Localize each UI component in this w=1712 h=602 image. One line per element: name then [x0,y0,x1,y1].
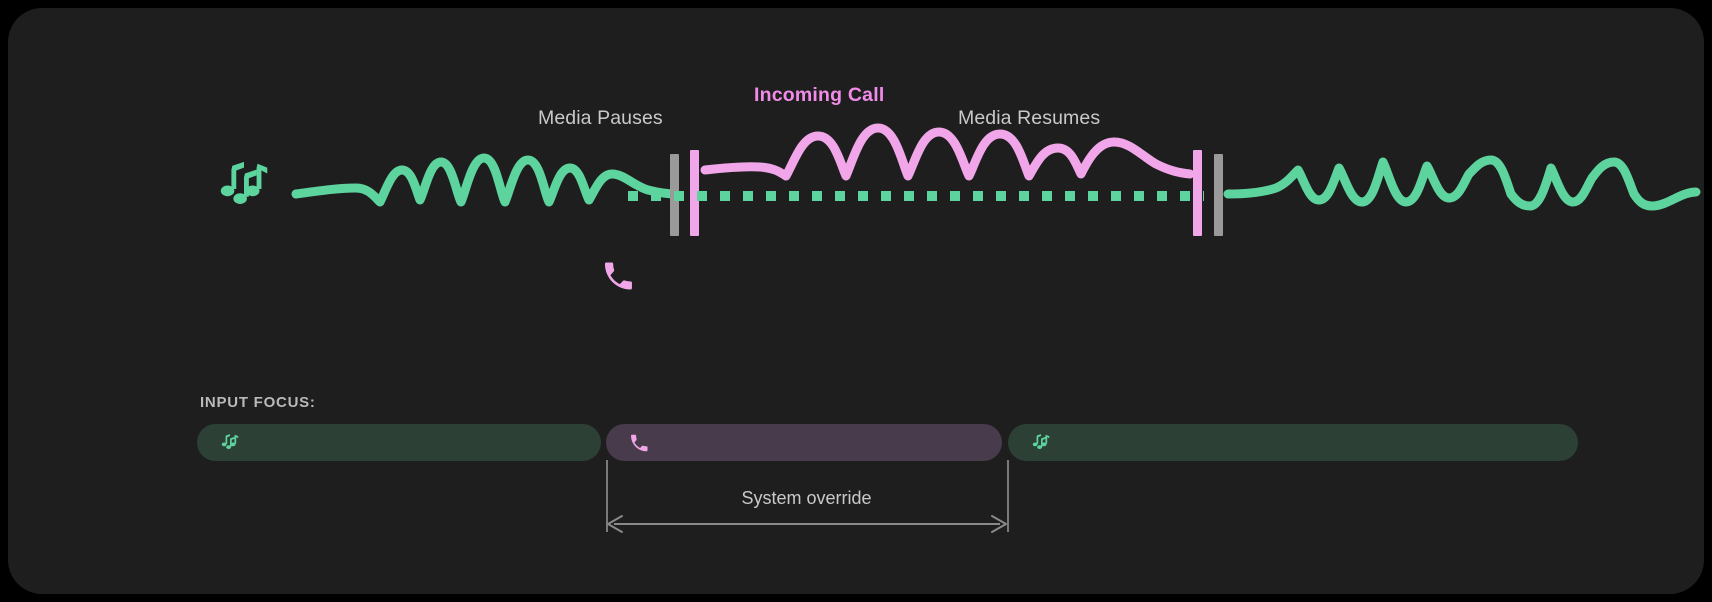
input-focus-slot-media-before[interactable] [197,424,601,461]
resume-marker-gray-bar [1214,154,1223,236]
music-notes-icon [220,161,268,204]
incoming-call-label: Incoming Call [754,84,885,106]
call-waveform [700,123,1195,181]
arrow-head-right [991,515,1007,533]
media-pauses-label: Media Pauses [538,107,663,129]
media-waveform-before [291,153,681,207]
audio-timeline-graphic [291,123,1701,236]
override-range-tick-left [606,460,608,532]
input-focus-slot-call[interactable] [606,424,1002,461]
media-waveform-after [1223,155,1701,211]
music-notes-icon [221,433,239,449]
system-override-arrow [607,515,1007,533]
phone-icon [631,434,648,451]
media-resumes-label: Media Resumes [958,107,1101,129]
diagram-card: Media Pauses Incoming Call Media Resumes [8,8,1704,594]
music-notes-icon [1032,433,1050,449]
pause-marker-pink-bar [690,150,699,236]
phone-icon [604,262,632,290]
input-focus-slot-media-after[interactable] [1008,424,1578,461]
override-range-tick-right [1007,460,1009,532]
arrow-head-left [607,515,623,533]
resume-marker-pink-bar [1193,150,1202,236]
system-override-label: System override [741,488,872,508]
input-focus-label: INPUT FOCUS: [200,394,316,411]
